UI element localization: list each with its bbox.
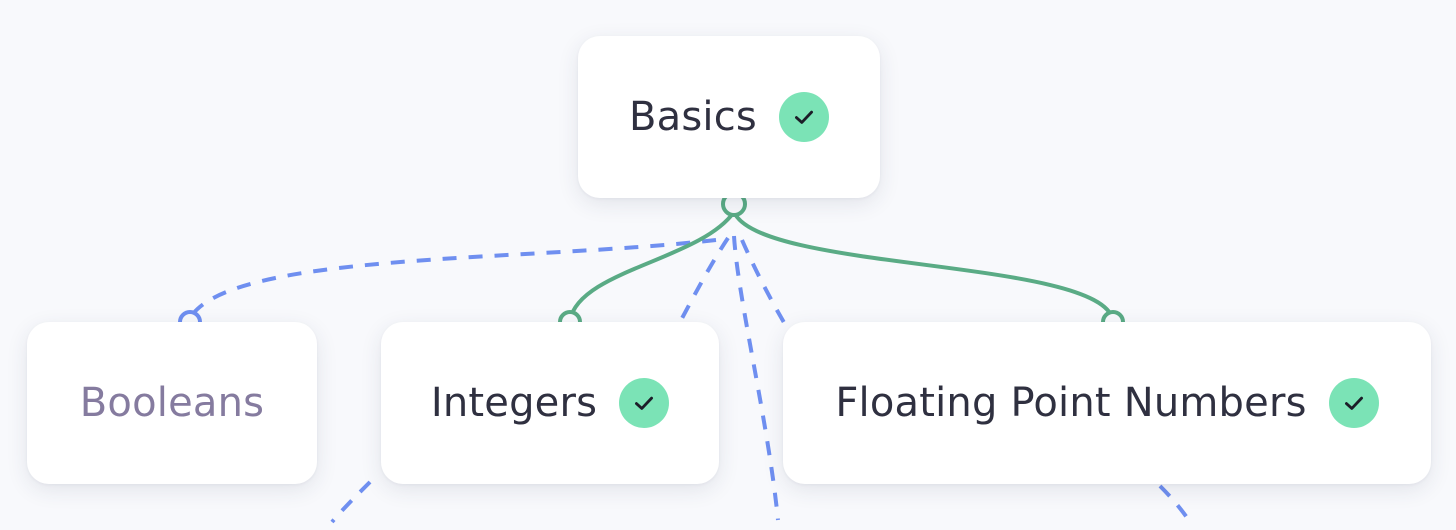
link-integers-down [330, 480, 372, 524]
link-basics-floats-dashed [740, 239, 788, 328]
node-basics[interactable]: Basics [578, 36, 880, 198]
check-icon [778, 92, 829, 142]
link-floats-down [1158, 484, 1192, 524]
link-basics-floats [732, 211, 1115, 321]
link-basics-integers [568, 210, 736, 321]
node-floating-point-numbers[interactable]: Floating Point Numbers [783, 322, 1431, 484]
node-floats-label: Floating Point Numbers [835, 380, 1307, 426]
link-basics-integers-dashed [678, 236, 730, 323]
node-booleans[interactable]: Booleans [27, 322, 317, 484]
node-integers-label: Integers [430, 380, 598, 426]
link-basics-down-center [732, 235, 780, 521]
check-icon [619, 378, 670, 428]
link-basics-booleans [188, 238, 717, 320]
node-booleans-label: Booleans [79, 380, 265, 426]
node-integers[interactable]: Integers [381, 322, 719, 484]
pending-links [188, 235, 1192, 524]
completed-links [568, 210, 1115, 321]
check-icon [1328, 378, 1379, 428]
node-basics-label: Basics [629, 94, 757, 140]
